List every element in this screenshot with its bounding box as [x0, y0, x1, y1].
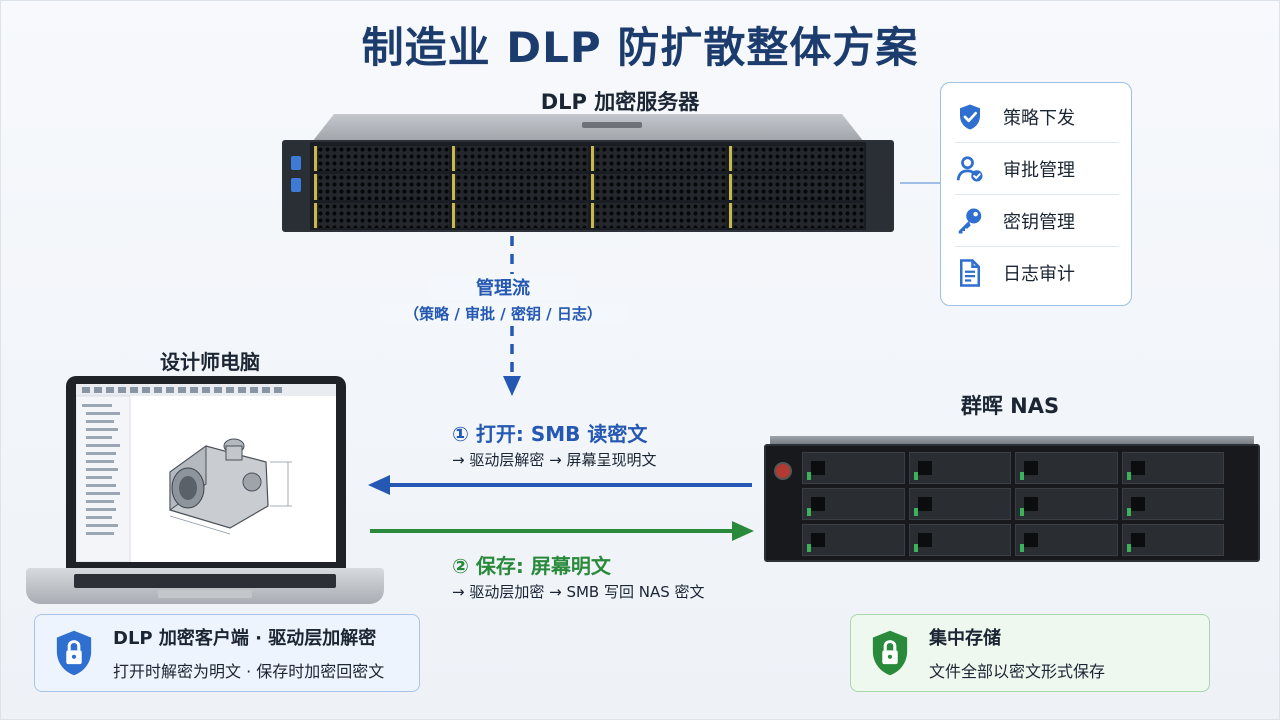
save-flow-subtitle: → 驱动层加密 → SMB 写回 NAS 密文 [452, 583, 705, 601]
feature-item-log: 日志审计 [955, 247, 1119, 299]
save-flow-title: ② 保存: 屏幕明文 [452, 554, 611, 578]
document-icon [960, 259, 980, 287]
nas-label: 群晖 NAS [960, 394, 1060, 418]
feature-item-policy: 策略下发 [955, 91, 1119, 143]
cad-screen-image [76, 384, 336, 562]
management-flow-line [503, 236, 521, 396]
management-flow-title: 管理流 [430, 274, 576, 300]
feature-panel: 策略下发 审批管理 密钥管理 日志审计 [940, 82, 1132, 306]
lock-shield-icon [872, 630, 908, 676]
feature-label: 密钥管理 [1003, 211, 1075, 233]
storage-info-box: 集中存储 文件全部以密文形式保存 [850, 614, 1210, 692]
key-icon [958, 208, 982, 233]
dlp-server-image [282, 114, 894, 232]
feature-label: 审批管理 [1003, 159, 1075, 181]
client-info-subtitle: 打开时解密为明文 · 保存时加密回密文 [113, 662, 385, 681]
server-label: DLP 加密服务器 [540, 90, 700, 114]
client-info-box: DLP 加密客户端 · 驱动层加解密 打开时解密为明文 · 保存时加密回密文 [34, 614, 420, 692]
feature-item-approval: 审批管理 [955, 143, 1119, 195]
laptop-label: 设计师电脑 [160, 350, 260, 374]
open-flow-arrow [368, 475, 752, 495]
storage-info-subtitle: 文件全部以密文形式保存 [929, 662, 1106, 681]
client-info-title: DLP 加密客户端 · 驱动层加解密 [113, 628, 377, 649]
synology-nas-image [764, 436, 1260, 562]
management-flow-subtitle: （策略 / 审批 / 密钥 / 日志） [380, 303, 626, 324]
save-flow-arrow [370, 521, 754, 541]
shield-check-icon [960, 104, 980, 129]
user-check-icon [956, 155, 983, 181]
storage-info-title: 集中存储 [929, 628, 1001, 649]
open-flow-subtitle: → 驱动层解密 → 屏幕呈现明文 [452, 451, 657, 469]
lock-shield-icon [56, 630, 92, 676]
open-flow-title: ① 打开: SMB 读密文 [452, 422, 648, 446]
feature-label: 日志审计 [1003, 264, 1075, 285]
feature-item-key: 密钥管理 [955, 195, 1119, 247]
feature-label: 策略下发 [1003, 107, 1075, 129]
page-title: 制造业 DLP 防扩散整体方案 [361, 23, 919, 72]
server-feature-connector [900, 182, 940, 184]
designer-laptop-image [26, 376, 384, 606]
